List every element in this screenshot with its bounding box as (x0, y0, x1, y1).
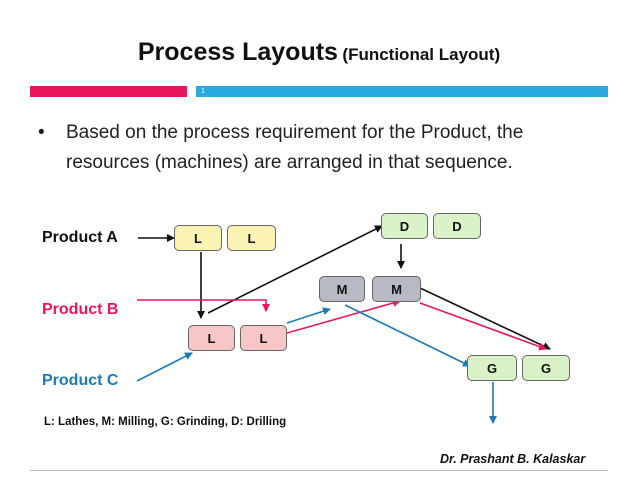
header-bar-pink (30, 86, 187, 97)
product-c-label: Product C (42, 372, 119, 389)
mill-2: M (372, 276, 421, 302)
arrow-product-c-to-mill (286, 307, 331, 324)
bullet-point: • Based on the process requirement for t… (38, 118, 608, 178)
drill-2: D (433, 213, 481, 239)
title-subtitle: (Functional Layout) (342, 45, 501, 64)
bullet-text: Based on the process requirement for the… (66, 122, 524, 173)
lathe-bottom-2: L (240, 325, 287, 351)
grind-1: G (467, 355, 517, 381)
bullet-icon: • (38, 122, 45, 143)
title-main: Process Layouts (137, 38, 338, 66)
slide-title: Process Layouts (Functional Layout) (0, 38, 638, 67)
header-bar-mark: 1 (201, 88, 205, 95)
lathe-top-1: L (174, 225, 222, 251)
arrow-product-a-to-drill (207, 225, 383, 314)
arrow-product-c-to-grind (344, 304, 471, 367)
product-a-label: Product A (42, 229, 118, 246)
lathe-bottom-1: L (188, 325, 235, 351)
header-bar-blue (196, 86, 608, 97)
arrow-product-b-to-mill (286, 299, 401, 334)
lathe-top-2: L (227, 225, 276, 251)
arrow-product-b-in (137, 299, 270, 312)
product-b-label: Product B (42, 301, 119, 318)
diagram-legend: L: Lathes, M: Milling, G: Grinding, D: D… (44, 416, 287, 428)
arrow-product-b-to-grind (419, 302, 547, 351)
footer-divider (30, 470, 608, 471)
author-credit: Dr. Prashant B. Kalaskar (440, 452, 586, 466)
arrow-product-c-in (136, 352, 193, 382)
drill-1: D (381, 213, 428, 239)
arrow-product-a-mill-to-grind (419, 287, 551, 350)
mill-1: M (319, 276, 365, 302)
grind-2: G (522, 355, 570, 381)
